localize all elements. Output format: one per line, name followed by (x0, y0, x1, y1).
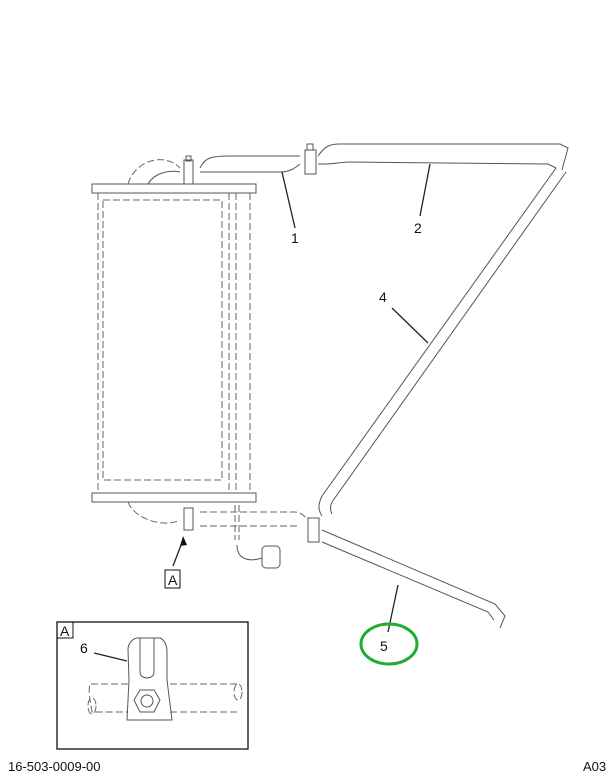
part-number: 16-503-0009-00 (8, 759, 101, 774)
wire-harness (234, 505, 281, 569)
callout-2: 2 (414, 220, 422, 236)
lower-bracket (127, 501, 320, 543)
connector-icon (261, 545, 281, 569)
mirror-head (91, 183, 257, 503)
highlight-circle (359, 622, 419, 666)
callout-4: 4 (379, 289, 387, 305)
inset-label: A (60, 623, 70, 639)
callout-6: 6 (80, 640, 88, 656)
arm-5 (321, 529, 506, 629)
callout-5: 5 (380, 638, 388, 654)
nut-icon (183, 159, 194, 185)
detail-inset: A 6 (56, 621, 249, 750)
arm-4 (318, 167, 567, 517)
upper-bracket (127, 155, 301, 185)
page-code: A03 (583, 759, 607, 774)
callout-1: 1 (291, 230, 299, 246)
view-ref-box (164, 569, 181, 589)
arm-2 (304, 143, 569, 175)
view-ref-label: A (168, 572, 178, 588)
